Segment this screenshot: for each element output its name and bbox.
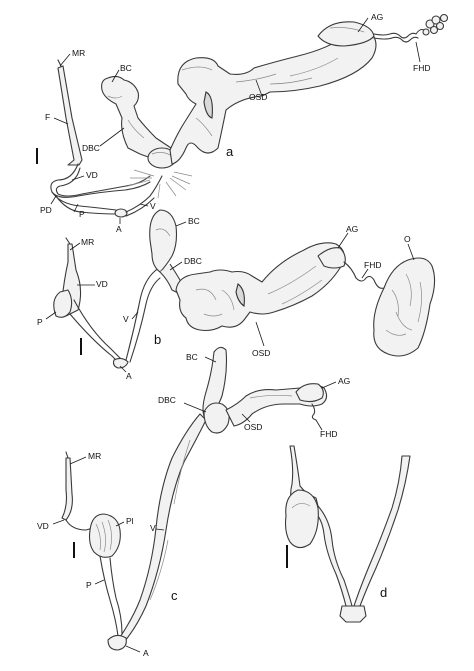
panel-c-label-pl: Pl — [126, 516, 134, 526]
panel-a-atrium — [114, 208, 128, 218]
panel-a-label-bc: BC — [120, 63, 132, 73]
panel-b-label-o: O — [404, 234, 411, 244]
panel-b-label-a: A — [126, 371, 132, 381]
panel-a-vagina — [125, 175, 163, 213]
panel-a-fringe — [127, 169, 193, 199]
panel-c-label-v: V — [150, 523, 156, 533]
panel-b-label-bc: BC — [188, 216, 200, 226]
panel-c-vagina — [117, 413, 207, 643]
panel-a-penis — [57, 65, 83, 166]
panel-a-label-dbc: DBC — [82, 143, 100, 153]
panel-a-hermaphroditic-duct — [373, 28, 425, 39]
panel-d-right-duct — [353, 455, 411, 607]
panel-a-label-f: F — [45, 112, 50, 122]
panel-b-spermoviduct — [175, 242, 345, 332]
panel-a-bursa-duct — [101, 75, 175, 163]
panel-c: BC DBC OSD AG FHD MR VD Pl P V A c — [37, 346, 350, 658]
panel-b-label-fhd: FHD — [364, 260, 381, 270]
panel-a-label-a: A — [116, 224, 122, 234]
panel-a-label-fhd: FHD — [413, 63, 430, 73]
panel-b: MR VD P V A BC DBC AG FHD O OSD b — [37, 209, 436, 381]
panel-a-label-v: V — [150, 201, 156, 211]
panel-c-atrium — [107, 634, 127, 651]
panel-c-label-fhd: FHD — [320, 429, 337, 439]
panel-b-hermaphroditic-duct — [343, 261, 385, 289]
panel-a: MR F BC DBC OSD AG FHD VD PD P A V a — [36, 12, 449, 234]
panel-c-penial-lobe — [88, 513, 121, 558]
panel-b-bursa — [149, 209, 178, 273]
panel-b-letter: b — [154, 332, 161, 347]
panel-b-label-p: P — [37, 317, 43, 327]
panel-c-label-vd: VD — [37, 521, 49, 531]
panel-a-label-pd: PD — [40, 205, 52, 215]
panel-c-label-osd: OSD — [244, 422, 262, 432]
panel-a-spermoviduct — [169, 30, 377, 165]
panel-b-label-ag: AG — [346, 224, 358, 234]
panel-a-label-osd: OSD — [249, 92, 267, 102]
panel-c-label-ag: AG — [338, 376, 350, 386]
panel-a-vas-deferens — [50, 163, 151, 198]
panel-d-swelling — [284, 489, 319, 549]
panel-a-hermaphroditic-coil — [422, 13, 449, 36]
panel-c-label-dbc: DBC — [158, 395, 176, 405]
panel-b-atrium — [112, 357, 129, 369]
panel-b-albumen-gland — [317, 247, 346, 269]
panel-c-penis — [61, 457, 73, 521]
panel-c-label-bc: BC — [186, 352, 198, 362]
panel-c-label-a: A — [143, 648, 149, 658]
panel-b-label-v: V — [123, 314, 129, 324]
panel-c-label-mr: MR — [88, 451, 101, 461]
panel-d: d — [284, 445, 411, 623]
panel-a-label-p: P — [79, 209, 85, 219]
panel-a-letter: a — [226, 144, 234, 159]
panel-b-vas-deferens — [73, 299, 123, 361]
panel-b-label-mr: MR — [81, 237, 94, 247]
panel-d-letter: d — [380, 585, 387, 600]
panel-b-label-osd: OSD — [252, 348, 270, 358]
panel-d-atrium — [339, 605, 367, 623]
panel-c-penis-duct — [99, 555, 119, 637]
panel-a-label-vd: VD — [86, 170, 98, 180]
panel-c-hermaphroditic-duct — [311, 403, 317, 421]
panel-a-label-mr: MR — [72, 48, 85, 58]
panel-b-label-vd: VD — [96, 279, 108, 289]
panel-b-vagina — [125, 268, 171, 361]
panel-c-albumen-gland — [295, 383, 324, 403]
panel-b-label-dbc: DBC — [184, 256, 202, 266]
panel-a-label-ag: AG — [371, 12, 383, 22]
panel-b-ovotestis — [373, 257, 436, 357]
panel-c-label-p: P — [86, 580, 92, 590]
panel-c-letter: c — [171, 588, 178, 603]
